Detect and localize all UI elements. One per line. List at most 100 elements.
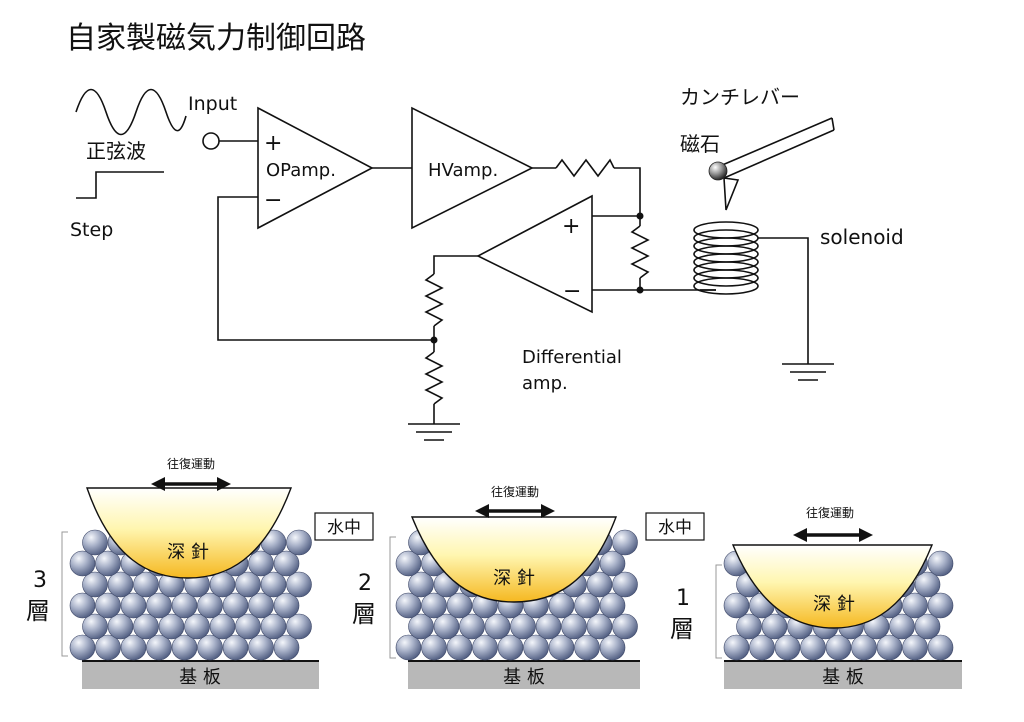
particle-ball-icon: [825, 634, 852, 661]
page-title: 自家製磁気力制御回路: [66, 21, 366, 56]
particle-ball-icon: [914, 613, 941, 640]
particle-ball-icon: [446, 592, 473, 619]
particle-ball-icon: [421, 634, 447, 661]
particle-ball-icon: [260, 571, 287, 598]
particle-ball-icon: [209, 613, 236, 640]
layer-number: 1: [676, 586, 690, 611]
particle-ball-icon: [723, 592, 750, 619]
diff-plus-label: +: [562, 214, 580, 239]
particle-ball-icon: [876, 634, 903, 661]
particle-ball-icon: [95, 550, 121, 577]
ground-icon: [408, 423, 460, 441]
substrate-label: 基 板: [503, 667, 545, 688]
particle-ball-icon: [133, 613, 159, 640]
resistor-icon: [555, 158, 615, 178]
particle-ball-icon: [927, 550, 954, 577]
afm-panel-3-layers: 基 板 深 針 往復運動 3 層 水中: [26, 456, 374, 689]
probe-label: 深 針: [813, 594, 855, 615]
particle-ball-icon: [120, 592, 147, 619]
particle-ball-icon: [82, 613, 108, 640]
probe-label: 深 針: [493, 568, 535, 589]
diff-amp-label-line2: amp.: [522, 373, 568, 394]
particle-ball-icon: [535, 613, 562, 640]
particle-ball-icon: [286, 613, 312, 640]
particle-ball-icon: [914, 571, 941, 598]
particle-ball-icon: [69, 550, 96, 577]
layer-bracket: [61, 531, 68, 657]
particle-ball-icon: [851, 634, 877, 661]
particle-ball-icon: [146, 592, 172, 619]
particle-ball-icon: [459, 613, 485, 640]
particle-ball-icon: [548, 634, 575, 661]
particle-ball-icon: [612, 613, 638, 640]
particle-ball-icon: [889, 613, 915, 640]
probe-tip: [86, 487, 293, 579]
water-label: 水中: [658, 518, 692, 538]
step-label: Step: [70, 219, 113, 241]
particle-ball-icon: [197, 592, 223, 619]
junction-dot: [636, 212, 644, 220]
particle-ball-icon: [736, 613, 762, 640]
particle-ball-icon: [408, 613, 434, 640]
magnet-ball-icon: [708, 161, 728, 181]
opamp-minus-label: −: [264, 188, 282, 213]
ground-icon: [782, 363, 834, 381]
particle-ball-icon: [222, 592, 249, 619]
particle-ball-icon: [82, 529, 108, 556]
afm-panel-1-layer: 基 板 深 針 往復運動 1 層: [670, 505, 962, 689]
diff-amp-label-line1: Differential: [522, 347, 622, 368]
particle-ball-icon: [184, 613, 210, 640]
particle-ball-icon: [235, 571, 261, 598]
particle-ball-icon: [561, 613, 587, 640]
layer-bracket: [389, 536, 396, 659]
particle-ball-icon: [472, 634, 498, 661]
substrate-bar: [724, 661, 962, 689]
particle-ball-icon: [421, 592, 447, 619]
particle-ball-icon: [286, 529, 312, 556]
particle-ball-icon: [146, 634, 172, 661]
step-wave-icon: [76, 171, 164, 199]
particle-ball-icon: [286, 571, 312, 598]
particle-ball-icon: [774, 634, 801, 661]
particle-ball-icon: [222, 634, 249, 661]
junction-dot: [430, 336, 438, 344]
particle-ball-icon: [599, 592, 626, 619]
substrate-label: 基 板: [822, 667, 864, 688]
particle-ball-icon: [523, 634, 549, 661]
cantilever-icon: [719, 117, 835, 211]
particle-ball-icon: [433, 613, 460, 640]
particle-ball-icon: [120, 634, 147, 661]
motion-label: 往復運動: [491, 484, 539, 499]
input-terminal-icon: [202, 132, 220, 150]
input-label: Input: [188, 93, 237, 115]
particle-ball-icon: [171, 592, 198, 619]
particle-ball-icon: [248, 634, 274, 661]
particle-ball-icon: [171, 634, 198, 661]
opamp-plus-label: +: [264, 131, 282, 156]
resistor-icon: [424, 351, 444, 405]
particle-ball-icon: [612, 529, 638, 556]
particle-ball-icon: [586, 613, 613, 640]
layer-number: 3: [33, 568, 47, 593]
particle-ball-icon: [273, 634, 300, 661]
opamp-label: OPamp.: [266, 160, 336, 181]
particle-ball-icon: [408, 571, 434, 598]
layer-char: 層: [352, 600, 376, 628]
substrate-bar: [408, 661, 640, 689]
diff-minus-label: −: [563, 279, 581, 304]
particle-ball-icon: [497, 634, 524, 661]
substrate-bar: [82, 661, 319, 689]
particle-ball-icon: [574, 592, 600, 619]
layer-char: 層: [670, 615, 694, 643]
particle-ball-icon: [82, 571, 108, 598]
particle-ball-icon: [248, 550, 274, 577]
water-label-box: [645, 512, 705, 541]
layer-bracket: [715, 564, 722, 659]
particle-ball-icon: [107, 613, 134, 640]
particle-ball-icon: [574, 634, 600, 661]
particle-ball-icon: [95, 592, 121, 619]
particle-ball-icon: [107, 571, 134, 598]
motion-label: 往復運動: [806, 505, 854, 520]
particle-ball-icon: [723, 634, 750, 661]
particle-ball-icon: [69, 634, 96, 661]
